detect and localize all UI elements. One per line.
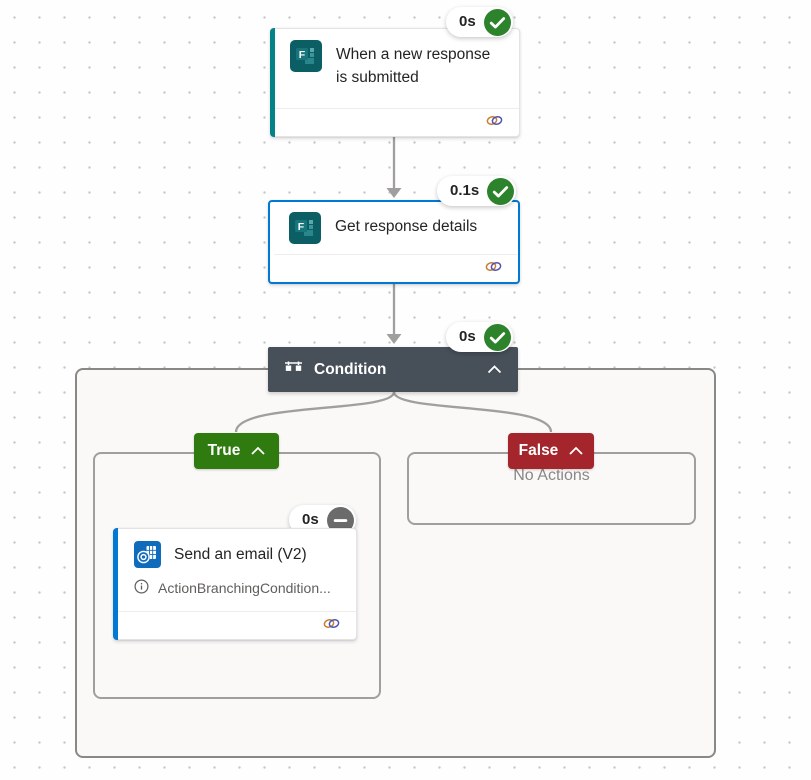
send-email-duration: 0s [302, 511, 319, 528]
true-label-text: True [207, 442, 241, 459]
svg-text:F: F [299, 49, 306, 61]
action-card-get-response-details[interactable]: F Get response details [268, 200, 520, 284]
action-footer [274, 254, 518, 282]
condition-title: Condition [314, 360, 387, 378]
get-response-status-badge: 0.1s [437, 176, 517, 206]
microsoft-forms-icon: F [289, 212, 321, 249]
connection-link-icon[interactable] [484, 259, 503, 279]
trigger-accent-bar [270, 28, 275, 137]
false-label-text: False [518, 442, 559, 459]
trigger-status-badge: 0s [446, 7, 513, 37]
condition-duration: 0s [459, 328, 476, 345]
send-email-title: Send an email (V2) [174, 546, 307, 563]
microsoft-forms-icon: F [290, 40, 322, 77]
chevron-up-icon[interactable] [487, 365, 502, 374]
send-email-accent-bar [113, 528, 118, 640]
no-actions-text: No Actions [513, 467, 590, 484]
trigger-title: When a new response is submitted [336, 46, 491, 87]
action-card-send-email[interactable]: Send an email (V2) ActionBranchingCondit… [113, 528, 357, 640]
trigger-duration: 0s [459, 13, 476, 30]
send-email-note-row: ActionBranchingCondition... [114, 577, 356, 605]
connection-link-icon[interactable] [322, 616, 341, 636]
outlook-icon [134, 541, 161, 573]
true-branch-label[interactable]: True [194, 433, 279, 469]
chevron-up-icon[interactable] [569, 442, 583, 460]
chevron-up-icon[interactable] [251, 442, 265, 460]
check-circle-icon [483, 323, 511, 351]
info-icon [134, 579, 149, 597]
minus-circle-icon [326, 506, 354, 534]
trigger-footer [275, 108, 519, 136]
condition-header[interactable]: Condition [268, 347, 518, 392]
trigger-card-when-new-response[interactable]: F When a new response is submitted [270, 28, 520, 137]
connection-link-icon[interactable] [485, 113, 504, 133]
check-circle-icon [483, 8, 511, 36]
svg-text:F: F [298, 221, 305, 233]
check-circle-icon [487, 177, 515, 205]
send-email-note: ActionBranchingCondition... [158, 580, 331, 596]
get-response-duration: 0.1s [450, 182, 480, 199]
action-title: Get response details [335, 218, 478, 235]
condition-status-badge: 0s [446, 322, 513, 352]
condition-icon [284, 359, 303, 381]
false-branch-label[interactable]: False [508, 433, 594, 469]
send-email-footer [118, 611, 356, 639]
